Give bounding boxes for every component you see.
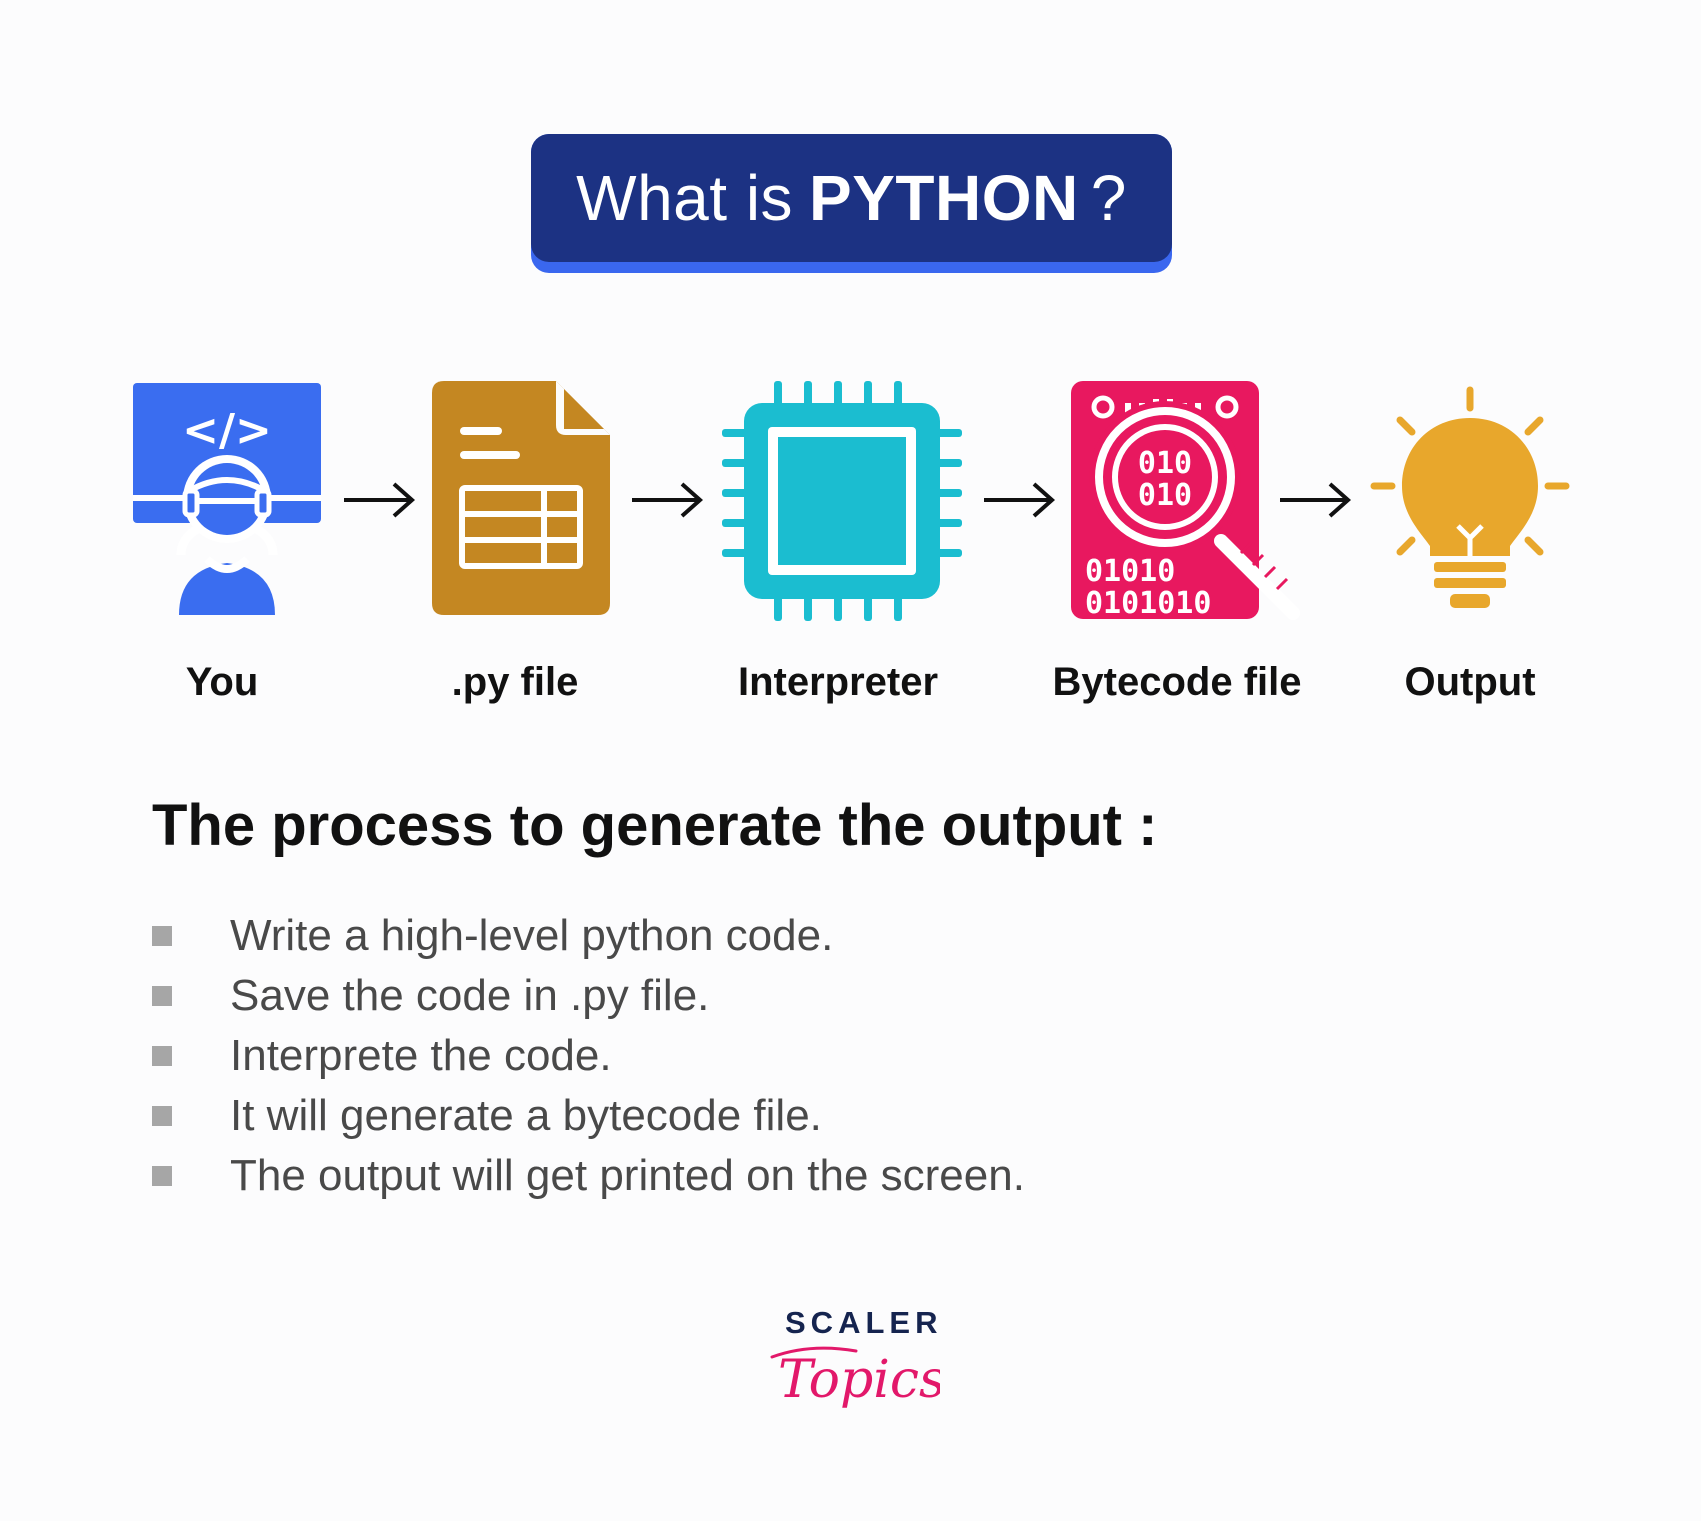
title-box: What is PYTHON ? [531,134,1172,262]
arrow-right-icon [632,482,704,518]
square-bullet-icon [152,926,172,946]
logo-topics-script: Topics [770,1346,940,1410]
step-label-py-file: .py file [451,660,579,704]
arrow-right-icon [344,482,416,518]
chip-binary-text: 010 [1138,446,1192,481]
title-emphasis: PYTHON [809,162,1079,234]
arrow-right-icon [984,482,1056,518]
logo-topics-text: Topics [778,1350,940,1410]
list-item-text: Interprete the code. [230,1031,612,1080]
step-label-bytecode-file: Bytecode file [1052,660,1302,704]
square-bullet-icon [152,1046,172,1066]
list-item: Save the code in .py file. [152,966,1025,1026]
logo-scaler-text: SCALER [785,1305,943,1340]
list-item: Interprete the code. [152,1026,1025,1086]
step-label-you: You [185,660,259,704]
list-item-text: The output will get printed on the scree… [230,1151,1025,1200]
title-prefix: What is [576,162,794,234]
step-label-output: Output [1404,660,1536,704]
bytecode-search-icon: 010 010 01010 0101010 [1071,381,1300,621]
list-item-text: Save the code in .py file. [230,971,710,1020]
arrow-right-icon [1280,482,1352,518]
cpu-chip-icon [722,381,962,621]
square-bullet-icon [152,1106,172,1126]
title-suffix: ? [1090,162,1127,234]
binary-row-text: 0101010 [1085,586,1211,621]
section-heading: The process to generate the output : [152,793,1158,858]
binary-row-text: 01010 [1085,554,1175,589]
chip-binary-text: 010 [1138,478,1192,513]
process-list: Write a high-level python code. Save the… [152,906,1025,1206]
square-bullet-icon [152,986,172,1006]
list-item-text: Write a high-level python code. [230,911,834,960]
square-bullet-icon [152,1166,172,1186]
document-icon [432,381,610,615]
step-label-interpreter: Interpreter [737,660,939,704]
scaler-topics-logo: SCALER Topics [770,1305,940,1435]
list-item-text: It will generate a bytecode file. [230,1091,822,1140]
lightbulb-icon [1370,386,1570,608]
list-item: It will generate a bytecode file. [152,1086,1025,1146]
code-tag-text: </> [182,405,272,456]
title-banner: What is PYTHON ? [531,134,1172,273]
list-item: Write a high-level python code. [152,906,1025,966]
developer-at-screen-icon: </> [133,383,321,615]
list-item: The output will get printed on the scree… [152,1146,1025,1206]
